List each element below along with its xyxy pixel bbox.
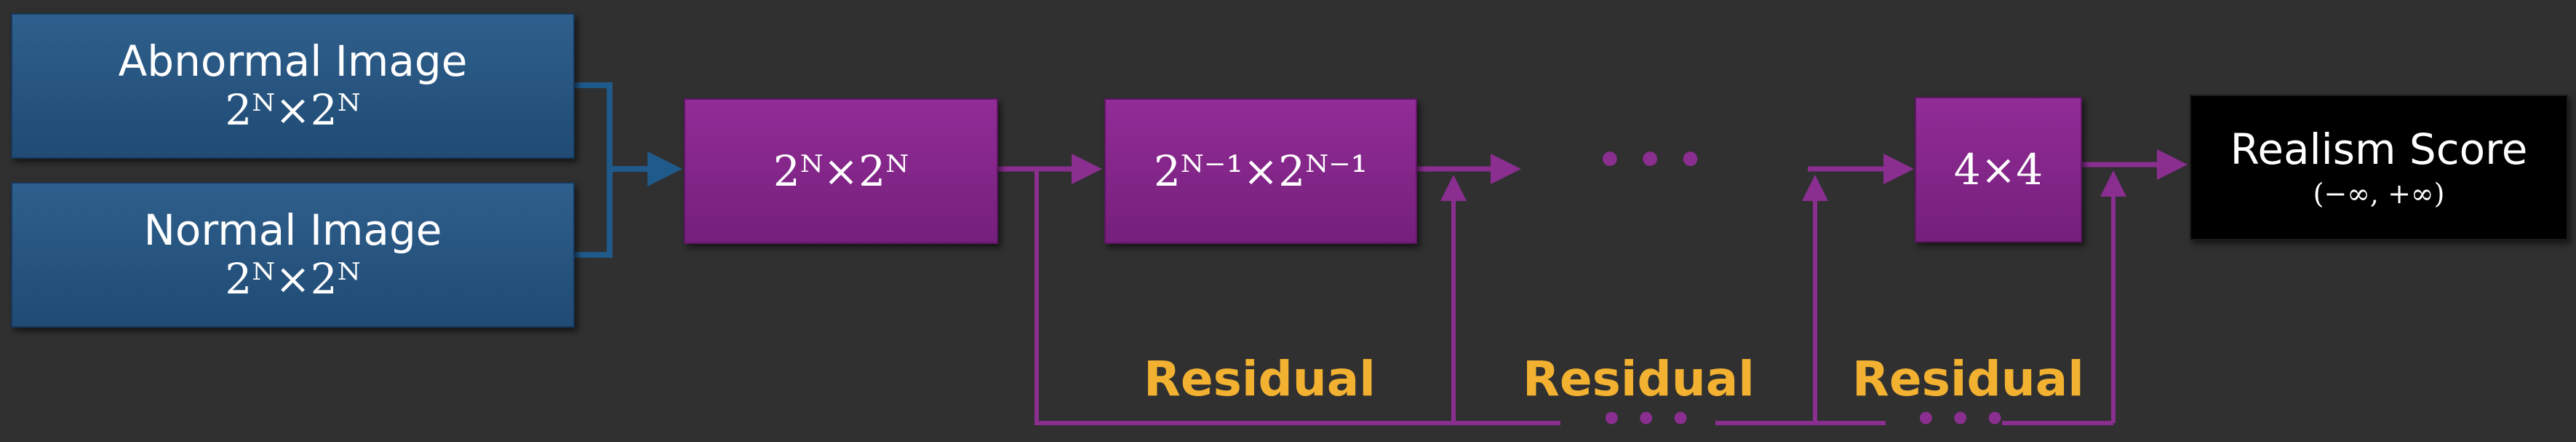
normal-image-box: Normal Image 2ᴺ×2ᴺ [11, 182, 575, 328]
abnormal-image-size: 2ᴺ×2ᴺ [225, 85, 361, 135]
normal-image-title: Normal Image [143, 205, 442, 256]
block-half-resolution-label: 2ᴺ⁻¹×2ᴺ⁻¹ [1153, 146, 1368, 196]
abnormal-image-box: Abnormal Image 2ᴺ×2ᴺ [11, 13, 575, 159]
normal-image-size: 2ᴺ×2ᴺ [225, 254, 361, 304]
realism-score-box: Realism Score (−∞, +∞) [2190, 95, 2568, 240]
residual-label-2: Residual [1523, 351, 1755, 407]
input-merge-connector [575, 82, 613, 258]
block-4x4: 4×4 [1915, 97, 2082, 242]
block-full-resolution-label: 2ᴺ×2ᴺ [773, 146, 909, 196]
realism-score-title: Realism Score [2230, 124, 2528, 174]
ellipsis-residual-2: • • • [1915, 399, 2006, 440]
residual-path-1 [1034, 169, 1454, 425]
realism-score-range: (−∞, +∞) [2313, 177, 2445, 210]
block-full-resolution: 2ᴺ×2ᴺ [684, 98, 998, 244]
residual-label-3: Residual [1852, 351, 2084, 407]
abnormal-image-title: Abnormal Image [118, 36, 468, 87]
block-half-resolution: 2ᴺ⁻¹×2ᴺ⁻¹ [1104, 98, 1417, 244]
block-4x4-label: 4×4 [1953, 144, 2043, 194]
ellipsis-residual-1: • • • [1600, 399, 1692, 440]
ellipsis-main: • • • [1597, 137, 1704, 184]
residual-label-1: Residual [1144, 351, 1376, 407]
